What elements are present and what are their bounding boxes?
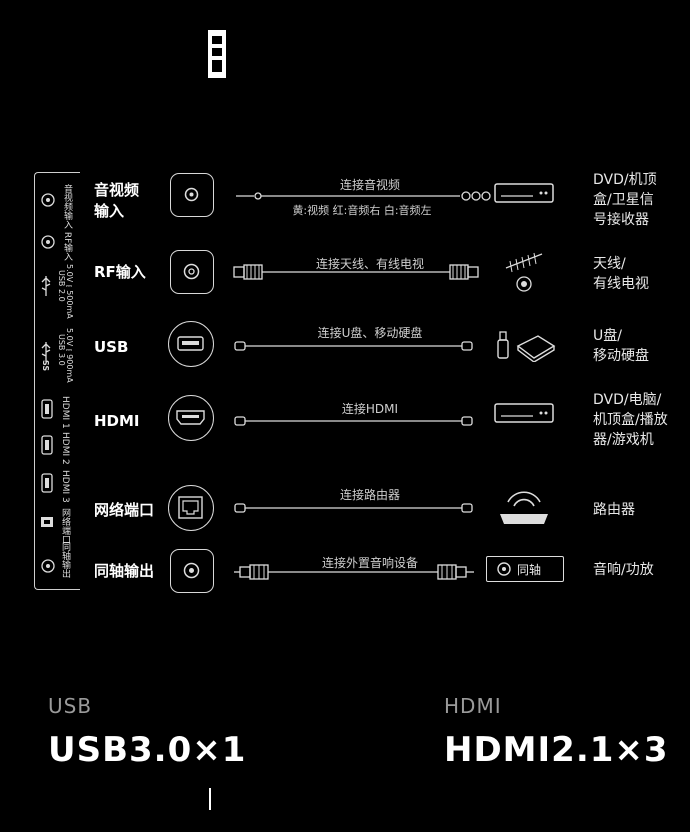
lan-cable [234,503,473,513]
av-connector-sub: 黄:视频 红:音频右 白:音频左 [292,204,432,217]
player-box-icon [494,403,554,423]
hdmi-port-glyph [176,410,205,425]
coax-cable [234,564,474,580]
hdmi-port-box [168,395,214,441]
av-cable [236,191,491,201]
header-logo [208,30,226,78]
coax-connector-label: 连接外置音响设备 [321,556,418,570]
av-connector-label: 连接音视频 [339,178,400,192]
row-coax-right-label: 音响/功放 [593,562,654,578]
usb2-label: USB 2.0 [57,270,66,302]
coax-port-box [170,549,214,593]
lan-port-glyph [178,496,203,519]
row-av-left-label: 音视频输入 [94,181,140,220]
row-rf-left-label: RF输入 [94,263,146,281]
coax-port-icon [41,559,55,573]
usb-cable [234,341,473,351]
av-port-box [170,173,214,217]
settop-box-icon [494,183,554,203]
router-icon [500,491,548,524]
usb2-port-icon [41,276,51,296]
amplifier-speaker-icon [497,562,511,576]
hdmi3-label: HDMI 3 [60,470,70,503]
ss-label: SS [41,360,50,372]
panel-av-rf-label: 音视频输入 RF输入 [62,184,72,262]
amplifier-label: 同轴 [517,562,542,577]
footer-usb-value: USB3.0×1 [48,730,247,770]
side-port-panel [34,172,80,590]
usb3-label: USB 3.0 [57,334,66,366]
usb-drive-and-hdd-icon [497,331,556,362]
hdmi-connector-label: 连接HDMI [341,402,399,416]
row-usb-right-label: U盘/移动硬盘 [593,328,649,364]
row-hdmi-left-label: HDMI [94,412,140,430]
hdmi3-port-icon [41,473,53,493]
usb-port-glyph [177,336,204,351]
hdmi-cable [234,416,473,426]
usb3-spec: 5.0V⎓900mA [65,328,74,383]
lan-port-box [168,485,214,531]
usb3-port-icon [41,342,51,362]
usb-connector-label: 连接U盘、移动硬盘 [317,326,423,340]
rf-connector-label: 连接天线、有线电视 [315,257,424,271]
footer-hdmi-caption: HDMI [444,694,502,718]
row-av-right-label: DVD/机顶盒/卫星信号接收器 [593,172,657,228]
lan-port-icon [41,517,53,527]
footer-divider [209,788,211,810]
hdmi2-port-icon [41,435,53,455]
footer-hdmi-value: HDMI2.1×3 [444,730,669,770]
rf-port-box [170,250,214,294]
row-usb-left-label: USB [94,338,129,356]
rf-port-glyph [183,263,200,280]
row-rf-right-label: 天线/有线电视 [593,256,649,292]
lan-label: 网络端口 [60,508,70,544]
antenna-icon [505,252,543,292]
av-port-icon [41,193,55,207]
audio-amplifier-icon: 同轴 [486,556,564,582]
rf-port-icon [41,235,55,249]
row-lan-right-label: 路由器 [593,502,635,518]
coax-port-glyph [183,562,200,579]
hdmi1-port-icon [41,399,53,419]
av-port-glyph [184,187,199,202]
hdmi2-label: HDMI 2 [60,432,70,465]
row-lan-left-label: 网络端口 [94,501,155,519]
usb-port-box [168,321,214,367]
footer-usb-caption: USB [48,694,93,718]
row-coax-left-label: 同轴输出 [94,562,155,580]
row-hdmi-right-label: DVD/电脑/机顶盒/播放器/游戏机 [593,392,668,448]
coax-label: 同轴输出 [60,542,70,578]
usb2-spec: 5.0V⎓500mA [65,264,74,319]
hdmi1-label: HDMI 1 [60,396,70,429]
lan-connector-label: 连接路由器 [339,488,400,502]
rf-cable [233,264,479,280]
